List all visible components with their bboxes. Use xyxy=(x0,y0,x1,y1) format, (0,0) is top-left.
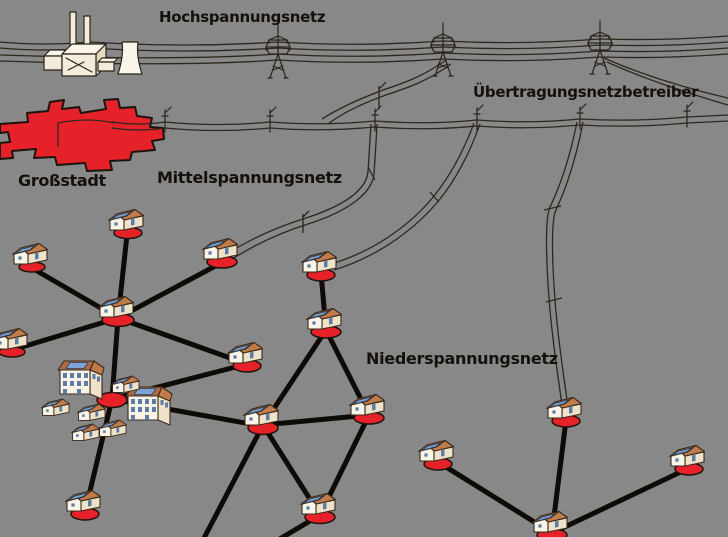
mv-drop-line xyxy=(321,59,447,120)
line-joint xyxy=(378,81,387,90)
city-layer xyxy=(0,98,165,172)
mv-drop-line xyxy=(545,121,578,407)
line-joint xyxy=(367,166,376,181)
label-tso: Übertragungsnetzbetreiber xyxy=(473,83,699,101)
pylon-icon xyxy=(587,20,613,75)
house-icon xyxy=(305,307,343,330)
line-joint xyxy=(429,191,440,203)
house-icon xyxy=(348,393,386,416)
house-icon xyxy=(107,208,145,231)
lv-cable xyxy=(115,260,224,321)
mv-drop-line xyxy=(333,123,481,271)
lv-cable xyxy=(549,465,692,536)
pylon-icon xyxy=(265,24,291,79)
house-icon xyxy=(76,403,106,421)
mv-drop-line xyxy=(603,57,728,99)
line-joint xyxy=(543,205,562,211)
lv-cable xyxy=(435,459,555,536)
lv-cable xyxy=(260,412,372,428)
house-layer xyxy=(0,208,706,533)
mv-drop-line xyxy=(223,123,372,257)
house-icon xyxy=(417,439,455,462)
mv-drop-line xyxy=(228,123,378,262)
mv-wire xyxy=(111,114,728,126)
house-icon xyxy=(97,295,135,318)
city-shape xyxy=(0,98,165,172)
hv-wire xyxy=(0,47,728,59)
mv-drop-line xyxy=(551,121,584,409)
house-icon xyxy=(545,396,583,419)
house-icon xyxy=(668,444,706,467)
label-low-voltage: Niederspannungsnetz xyxy=(366,349,558,368)
apartment-building-icon xyxy=(125,386,173,426)
mv-drop-line xyxy=(606,61,728,106)
pole-layer xyxy=(161,101,694,133)
house-icon xyxy=(242,403,280,426)
lv-cable xyxy=(115,315,250,367)
house-icon xyxy=(0,327,29,350)
transformer-node xyxy=(96,391,128,409)
label-medium-voltage: Mittelspannungsnetz xyxy=(157,168,342,187)
line-joint xyxy=(545,297,563,303)
cooling-tower-icon xyxy=(117,41,143,75)
house-icon xyxy=(64,489,102,512)
house-icon xyxy=(201,237,239,260)
house-icon xyxy=(531,510,569,533)
house-icon xyxy=(11,242,49,265)
label-high-voltage: Hochspannungsnetz xyxy=(159,8,326,26)
house-icon xyxy=(300,250,338,273)
mv-wire xyxy=(111,120,728,132)
house-icon xyxy=(226,341,264,364)
house-icon xyxy=(97,419,127,437)
hv-wire xyxy=(0,53,728,65)
house-icon xyxy=(40,398,70,416)
mv-wire-layer xyxy=(111,114,728,132)
mv-drop-line xyxy=(330,122,475,265)
line-joint xyxy=(302,210,310,218)
house-icon xyxy=(70,423,100,441)
power-plant-icon xyxy=(43,11,143,77)
lv-cable xyxy=(9,315,121,353)
mv-drop-layer xyxy=(223,57,728,409)
apartment-building-icon xyxy=(57,360,105,400)
mv-drop-line xyxy=(327,63,452,125)
label-city: Großstadt xyxy=(18,171,106,190)
mv-line xyxy=(57,119,115,124)
hv-wire xyxy=(0,35,728,46)
lv-cable xyxy=(201,422,266,537)
